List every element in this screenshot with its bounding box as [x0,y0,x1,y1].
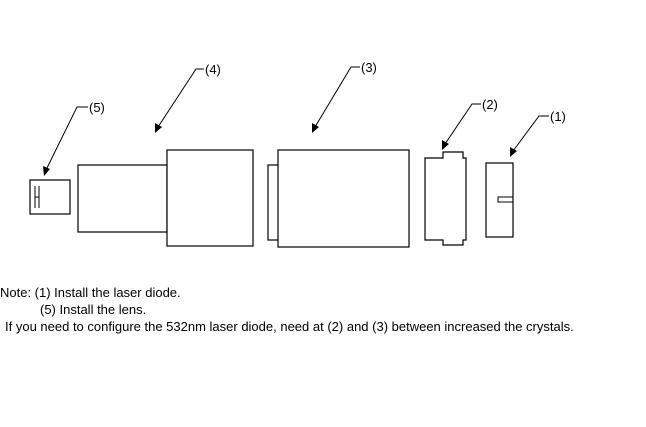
note-line-1: Note: (1) Install the laser diode. [0,285,181,300]
leader-2 [442,103,481,150]
callout-1: (1) [550,109,566,124]
note-line-3: If you need to configure the 532nm laser… [5,319,574,334]
leader-3 [312,66,360,133]
part-2-connector [424,151,467,246]
part-1-diode-holder [485,162,514,238]
note-line-2: (5) Install the lens. [40,302,147,317]
callout-4: (4) [205,62,221,77]
leader-1 [510,115,549,157]
leader-4 [155,68,204,133]
part-4-body [77,149,254,247]
part-3-housing [267,149,410,248]
notes-block: Note: (1) Install the laser diode. (5) I… [0,284,646,335]
part-5-lens [29,179,71,215]
callout-5: (5) [89,100,105,115]
leader-5 [43,106,88,176]
callout-2: (2) [482,97,498,112]
callout-3: (3) [361,60,377,75]
